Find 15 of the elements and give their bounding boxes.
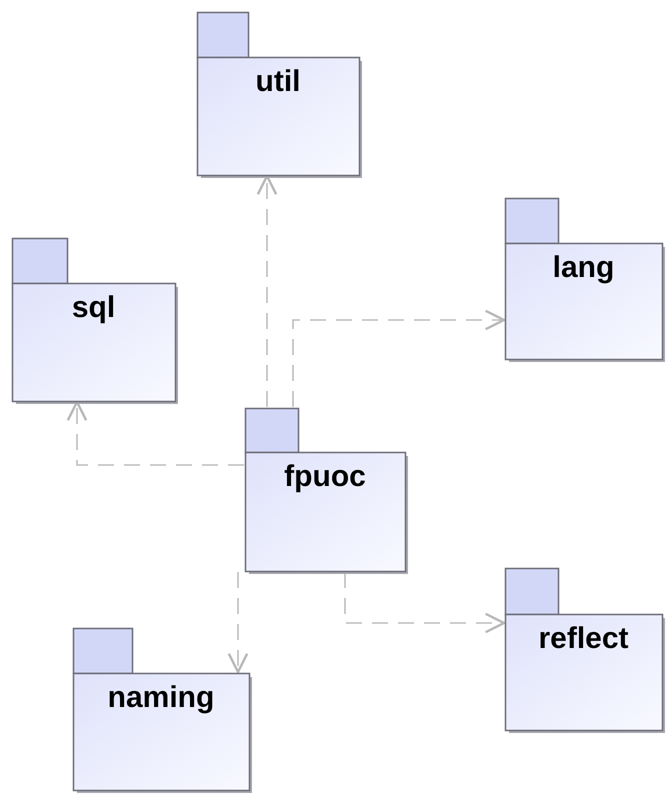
package-name: sql <box>70 293 116 323</box>
package-box <box>505 568 665 733</box>
package-name: reflect <box>537 624 630 654</box>
package-box <box>73 628 252 793</box>
package-box <box>505 198 665 362</box>
dependency-arrow <box>292 310 506 407</box>
package-name: fpuoc <box>283 462 367 492</box>
package-name: lang <box>552 253 616 283</box>
dependency-arrow <box>228 572 248 674</box>
dependency-arrow <box>344 572 506 634</box>
package-name: util <box>254 67 302 97</box>
package-box <box>12 238 178 404</box>
package-box <box>245 408 408 574</box>
package-box <box>197 12 362 178</box>
package-name: naming <box>106 683 216 713</box>
